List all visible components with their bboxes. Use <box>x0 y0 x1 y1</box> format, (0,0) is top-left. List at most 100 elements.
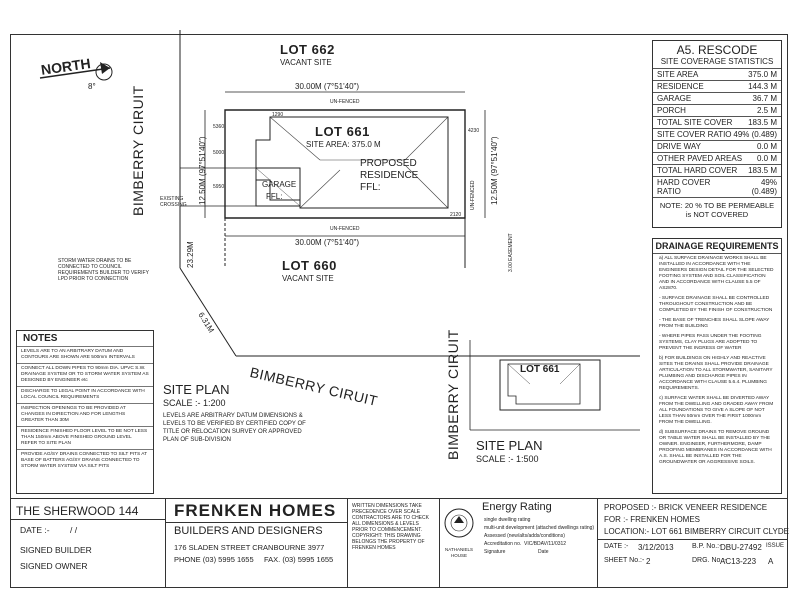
note-item: INSPECTION OPENINGS TO BE PROVIDED AT CH… <box>17 403 153 426</box>
drawing-border <box>10 34 788 588</box>
roof-hip-line <box>404 116 449 161</box>
title-block-project-cell: THE SHERWOOD 144 DATE :- / / SIGNED BUIL… <box>10 499 166 588</box>
rescode-row: GARAGE 36.7 M <box>653 92 781 104</box>
residence-ffl-label: FFL: <box>360 182 381 193</box>
road-name-small-plan: BIMBERRY CIRUIT <box>445 329 461 460</box>
rescode-row-value: 375.0 M <box>748 70 777 79</box>
date-value: / / <box>70 525 78 535</box>
note-item: PROVIDE AG/SY DRAINS CONNECTED TO SILT P… <box>17 449 153 472</box>
energy-signature-label: Signature <box>484 549 506 555</box>
drainage-requirements-box: DRAINAGE REQUIREMENTS a) ALL SURFACE DRA… <box>652 238 782 494</box>
north-degree-label: 8° <box>88 82 96 91</box>
notes-items: LEVELS ARE TO AN ARBITRARY DATUM AND CON… <box>17 346 153 472</box>
dimension-top-label: 30.00M (7°51'40") <box>295 82 360 91</box>
rescode-row-value: 183.5 M <box>748 166 777 175</box>
note-item: DISCHARGE TO LEGAL POINT IN ACCORDANCE W… <box>17 386 153 403</box>
small-site-plan-scale: SCALE :- 1:500 <box>476 454 539 464</box>
drainage-title: DRAINAGE REQUIREMENTS <box>653 239 781 254</box>
energy-seal-icon <box>444 508 474 538</box>
date-field-value: 3/12/2013 <box>638 543 674 552</box>
rescode-row: HARD COVER RATIO 49% (0.489) <box>653 176 781 197</box>
unfenced-label-bottom: UN-FENCED <box>330 226 360 232</box>
rescode-row-label: HARD COVER RATIO <box>657 178 711 196</box>
note-item: CONNECT ALL DOWN PIPES TO 90mm DIA. UPVC… <box>17 363 153 386</box>
signed-owner-label: SIGNED OWNER <box>20 561 88 571</box>
note-item: LEVELS ARE TO AN ARBITRARY DATUM AND CON… <box>17 346 153 363</box>
dimension-5000: 5000 <box>213 150 225 156</box>
rescode-row-label: SITE AREA <box>657 70 699 79</box>
bp-number-value: DBU-27492 <box>720 543 762 552</box>
existing-crossing-label: EXISTING CROSSING <box>160 196 187 208</box>
title-block-energy-cell: NATHANIELS HOUSE Energy Rating single dw… <box>440 499 598 588</box>
dimension-23-29: 23.29M <box>186 241 195 268</box>
rescode-row-value: 183.5 M <box>748 118 777 127</box>
drawing-number-label: DRG. No.:- <box>692 557 727 564</box>
drainage-item: a) ALL SURFACE DRAINAGE WORKS SHALL BE I… <box>659 256 774 291</box>
divider <box>166 522 347 523</box>
rescode-row-label: RESIDENCE <box>657 82 704 91</box>
title-block-copyright-cell: WRITTEN DIMENSIONS TAKE PRECEDENCE OVER … <box>348 499 440 588</box>
small-lot-boundary <box>499 359 601 411</box>
divider <box>10 519 165 520</box>
lot-662-sub-label: VACANT SITE <box>280 58 332 67</box>
client-name: FOR :- FRENKEN HOMES <box>604 515 701 524</box>
energy-line-single: single dwelling rating <box>484 517 531 523</box>
north-arrow-circle <box>95 63 113 81</box>
rescode-row-label: TOTAL HARD COVER <box>657 166 738 175</box>
rescode-subtitle: SITE COVERAGE STATISTICS <box>660 57 774 66</box>
rescode-row-value: 144.3 M <box>748 82 777 91</box>
rescode-row-value: 0.0 M <box>756 154 777 163</box>
unfenced-label-right: UN-FENCED <box>470 180 476 210</box>
dimension-1290: 1290 <box>272 112 284 118</box>
copyright-note: WRITTEN DIMENSIONS TAKE PRECEDENCE OVER … <box>352 503 429 551</box>
rescode-row: SITE AREA 375.0 M <box>653 68 781 80</box>
rescode-row-value: 36.7 M <box>752 94 777 103</box>
lot-660-sub-label: VACANT SITE <box>282 274 334 283</box>
dimension-bottom-label: 30.00M (7°51'40") <box>295 238 360 247</box>
issue-label: ISSUE <box>766 543 785 549</box>
rescode-row: TOTAL HARD COVER 183.5 M <box>653 164 781 176</box>
dimension-5950: 5950 <box>213 184 225 190</box>
garage-label: GARAGE <box>262 180 297 189</box>
energy-accreditation-label: Accreditation no. <box>484 541 522 547</box>
company-address: 176 SLADEN STREET CRANBOURNE 3977 <box>174 543 325 552</box>
dimension-right-label: 12.50M (97°51'40") <box>490 136 499 206</box>
signed-builder-label: SIGNED BUILDER <box>20 545 92 555</box>
rescode-row-label: PORCH <box>657 106 686 115</box>
energy-accreditation-value: VIC/BDAV/11/0312 <box>524 541 567 547</box>
levels-note: LEVELS ARE ARBITRARY DATUM DIMENSIONS & … <box>163 413 306 443</box>
residence-label: RESIDENCE <box>360 170 419 181</box>
road-name-left: BIMBERRY CIRUIT <box>130 85 146 216</box>
notes-box: NOTES LEVELS ARE TO AN ARBITRARY DATUM A… <box>16 330 154 494</box>
date-field-label: DATE :- <box>604 543 629 550</box>
small-roof-line <box>507 363 531 385</box>
proposed-description: PROPOSED :- BRICK VENEER RESIDENCE <box>604 503 768 512</box>
dimension-2120: 2120 <box>450 212 462 218</box>
rescode-row-label: GARAGE <box>657 94 692 103</box>
dimension-4230: 4230 <box>468 128 480 134</box>
company-tagline: BUILDERS AND DESIGNERS <box>174 525 323 537</box>
company-fax: FAX. (03) 5995 1655 <box>264 555 334 564</box>
rescode-row-value: 49% (0.489) <box>751 178 777 196</box>
lot-660-label: LOT 660 <box>282 258 337 273</box>
drainage-item: - WHERE PIPES PASS UNDER THE FOOTING SYS… <box>659 334 762 351</box>
dimension-5360: 5360 <box>213 124 225 130</box>
project-name: THE SHERWOOD 144 <box>16 504 139 518</box>
drainage-item: b) FOR BUILDINGS ON HIGHLY AND REACTIVE … <box>659 356 773 391</box>
rescode-row-label: DRIVE WAY <box>657 142 702 151</box>
storm-water-note: STORM WATER DRAINS TO BE CONNECTED TO CO… <box>58 258 149 282</box>
site-plan-title: SITE PLAN <box>163 382 230 397</box>
sheet-number-value: 2 <box>646 557 651 566</box>
rescode-row-value: 49% (0.489) <box>733 130 777 139</box>
dimension-left-label: 12.50M (97°51'40") <box>198 136 207 206</box>
notes-title: NOTES <box>23 333 58 344</box>
roof-hip-line <box>299 169 341 209</box>
energy-line-multi: multi-unit development (attached dwellin… <box>484 525 595 531</box>
company-name: FRENKEN HOMES <box>174 501 337 520</box>
rescode-row: RESIDENCE 144.3 M <box>653 80 781 92</box>
